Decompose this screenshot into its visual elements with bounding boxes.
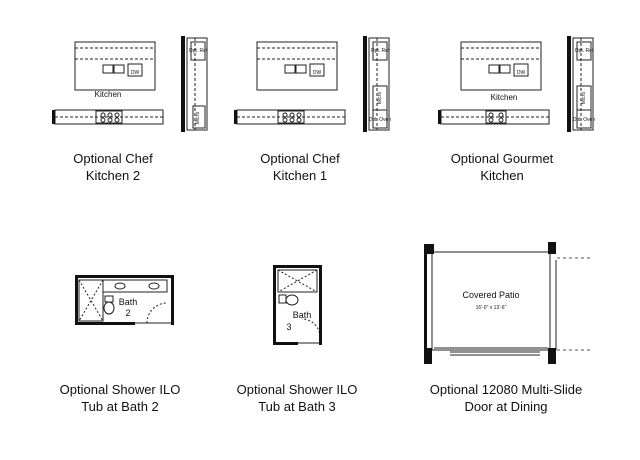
label-refrigerator: Opt. Ref [371, 48, 390, 54]
label-covered-patio: Covered Patio [462, 290, 519, 300]
label-bath: Bath [293, 310, 312, 320]
label-refrigerator: Opt. Ref [575, 48, 594, 54]
plan-gourmet-kitchen: Kitchen DW Opt. Ref Micro Dbl. Oven [438, 36, 595, 132]
label-microwave: Micro [581, 92, 587, 104]
caption-chef-kitchen-1: Optional Chef Kitchen 1 [260, 151, 340, 183]
label-refrigerator: Opt. Ref [189, 48, 208, 54]
caption-shower-bath-2: Optional Shower ILO Tub at Bath 2 [59, 382, 181, 414]
label-double-oven: Dbl. Oven [573, 117, 595, 123]
plan-multi-slide-door: Covered Patio 16'-0" x 13'-6" [424, 242, 592, 364]
label-bath-number: 2 [125, 308, 130, 318]
label-patio-dimensions: 16'-0" x 13'-6" [476, 305, 507, 311]
plan-shower-bath-3: Bath 3 [273, 265, 322, 345]
label-dishwasher: DW [517, 70, 526, 76]
label-dishwasher: DW [131, 70, 140, 76]
caption-chef-kitchen-2: Optional Chef Kitchen 2 [73, 151, 153, 183]
label-kitchen: Kitchen [491, 93, 518, 102]
label-bath: Bath [119, 297, 138, 307]
plan-shower-bath-2: Bath 2 [75, 275, 174, 325]
label-microwave: Micro [377, 92, 383, 104]
label-kitchen: Kitchen [95, 90, 122, 99]
plan-chef-kitchen-1: DW Opt. Ref Micro Dbl. Oven [234, 36, 391, 132]
label-double-oven: Dbl. Oven [369, 117, 391, 123]
caption-multi-slide-door: Optional 12080 Multi-Slide Door at Dinin… [429, 382, 583, 414]
label-bath-number: 3 [286, 322, 291, 332]
caption-gourmet-kitchen: Optional Gourmet Kitchen [450, 151, 554, 183]
label-microwave: Micro [195, 112, 201, 124]
plan-chef-kitchen-2: Kitchen DW Opt. Ref Micro [52, 36, 208, 132]
caption-shower-bath-3: Optional Shower ILO Tub at Bath 3 [236, 382, 358, 414]
label-dishwasher: DW [313, 70, 322, 76]
